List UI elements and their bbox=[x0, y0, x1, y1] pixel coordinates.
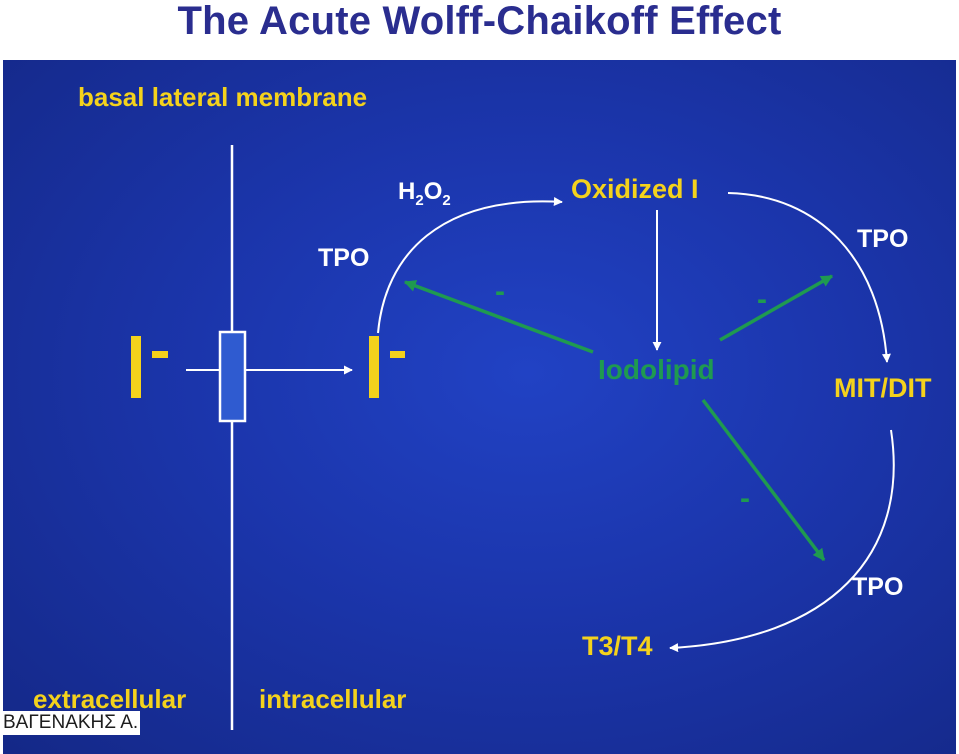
t3-t4-label: T3/T4 bbox=[582, 631, 653, 661]
membrane-label: basal lateral membrane bbox=[78, 82, 367, 112]
intracellular-label: intracellular bbox=[259, 684, 406, 714]
inhibit-sign-organification: - bbox=[757, 283, 767, 316]
intracellular-iodide-charge bbox=[390, 351, 405, 358]
intracellular-iodide-bar bbox=[369, 336, 379, 398]
extracellular-label: extracellular bbox=[33, 684, 186, 714]
iodide-transporter bbox=[218, 330, 247, 423]
inhibit-organification-arrow bbox=[719, 274, 834, 342]
extracellular-iodide-charge bbox=[152, 351, 168, 358]
oxidized-i-label: Oxidized I bbox=[571, 174, 699, 204]
tpo-label-coupling: TPO bbox=[852, 573, 903, 601]
oxidation-arrow bbox=[377, 197, 563, 334]
inhibit-sign-coupling: - bbox=[740, 482, 750, 515]
mit-dit-label: MIT/DIT bbox=[834, 373, 932, 403]
author-credit: ΒΑΓΕΝΑΚΗΣ Α. bbox=[3, 711, 141, 735]
inhibit-coupling-arrow bbox=[701, 398, 826, 562]
organification-arrow bbox=[727, 192, 891, 363]
inhibit-oxidation-arrow bbox=[403, 280, 594, 354]
inhibit-sign-oxidation: - bbox=[495, 275, 505, 308]
coupling-arrow bbox=[669, 429, 895, 653]
tpo-label-oxidation: TPO bbox=[318, 244, 369, 272]
tpo-label-organification: TPO bbox=[857, 225, 908, 253]
slide-title: The Acute Wolff-Chaikoff Effect bbox=[177, 0, 782, 43]
iodolipid-label: Iodolipid bbox=[598, 354, 715, 385]
h2o2-label: H2O2 bbox=[398, 178, 451, 209]
extracellular-iodide-bar bbox=[131, 336, 141, 398]
slide-panel bbox=[3, 60, 956, 754]
